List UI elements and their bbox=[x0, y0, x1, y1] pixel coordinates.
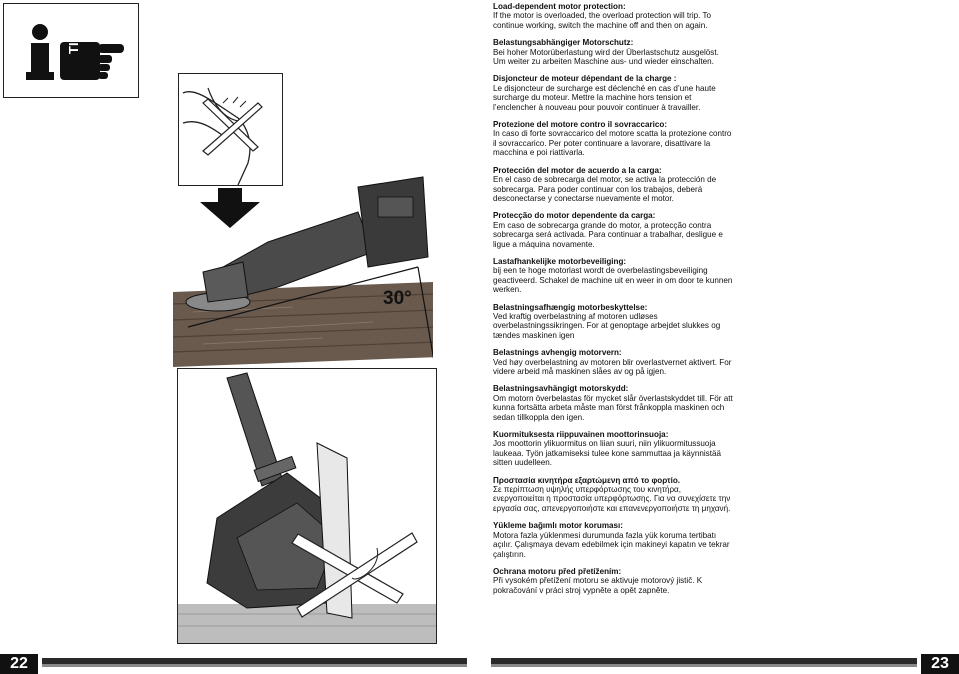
section-body: Em caso de sobrecarga grande do motor, a… bbox=[493, 220, 723, 249]
tip-box: TIP bbox=[3, 3, 139, 98]
section-nl: Lastafhankelijke motorbeveiliging: bij e… bbox=[493, 257, 733, 295]
section-en: Load-dependent motor protection: If the … bbox=[493, 2, 733, 30]
footer-bar bbox=[491, 658, 917, 664]
tip-icon bbox=[26, 24, 124, 80]
page-number-left: 22 bbox=[0, 654, 38, 674]
section-title: Προστασία κινητήρα εξαρτώμενη από το φορ… bbox=[493, 475, 681, 485]
section-body: Bei hoher Motorüberlastung wird der Über… bbox=[493, 47, 719, 67]
footer-bar bbox=[42, 658, 467, 664]
section-title: Yükleme bağımlı motor koruması: bbox=[493, 521, 623, 531]
crossed-arm-illustration bbox=[178, 73, 283, 191]
section-title: Ochrana motoru před přetížením: bbox=[493, 566, 622, 576]
grinder-30-degree-illustration bbox=[172, 172, 438, 372]
section-fi: Kuormituksesta riippuvainen moottorinsuo… bbox=[493, 430, 733, 468]
section-body: If the motor is overloaded, the overload… bbox=[493, 11, 712, 30]
section-body: Σε περίπτωση υψηλής υπερφόρτωσης του κιν… bbox=[493, 485, 731, 513]
section-body: Le disjoncteur de surcharge est déclench… bbox=[493, 83, 716, 112]
section-title: Load-dependent motor protection: bbox=[493, 2, 626, 11]
footer-left: 22 bbox=[0, 654, 467, 674]
section-body: Ved høy overbelastning av motoren blir o… bbox=[493, 357, 732, 376]
section-title: Protección del motor de acuerdo a la car… bbox=[493, 165, 662, 175]
section-title: Kuormituksesta riippuvainen moottorinsuo… bbox=[493, 430, 669, 440]
section-body: In caso di forte sovraccarico del motore… bbox=[493, 129, 732, 158]
section-title: Disjoncteur de moteur dépendant de la ch… bbox=[493, 74, 677, 84]
section-cs: Ochrana motoru před přetížením: Při vyso… bbox=[493, 567, 733, 595]
footer-bar-shadow bbox=[491, 664, 917, 667]
section-title: Belastungsabhängiger Motorschutz: bbox=[493, 38, 634, 48]
section-pt: Protecção do motor dependente da carga: … bbox=[493, 211, 733, 249]
grinder-upright-crossed-illustration bbox=[177, 368, 437, 649]
section-title: Belastningsafhængig motorbeskyttelse: bbox=[493, 302, 648, 312]
section-title: Belastnings avhengig motorvern: bbox=[493, 348, 622, 358]
section-el: Προστασία κινητήρα εξαρτώμενη από το φορ… bbox=[493, 476, 733, 514]
section-da: Belastningsafhængig motorbeskyttelse: Ve… bbox=[493, 303, 733, 341]
section-title: Belastningsavhängigt motorskydd: bbox=[493, 384, 629, 394]
footer-bar-shadow bbox=[42, 664, 467, 667]
section-title: Lastafhankelijke motorbeveiliging: bbox=[493, 256, 627, 266]
section-title: Protecção do motor dependente da carga: bbox=[493, 211, 656, 221]
section-body: bij een te hoge motorlast wordt de overb… bbox=[493, 266, 733, 295]
footer-right: 23 bbox=[491, 654, 959, 674]
section-body: Jos moottorin ylikuormitus on liian suur… bbox=[493, 439, 721, 468]
section-body: Motora fazla yüklenmesi durumunda fazla … bbox=[493, 530, 730, 559]
section-body: En el caso de sobrecarga del motor, se a… bbox=[493, 175, 717, 203]
section-de: Belastungsabhängiger Motorschutz: Bei ho… bbox=[493, 38, 733, 66]
text-column: Load-dependent motor protection: If the … bbox=[493, 2, 733, 603]
section-fr: Disjoncteur de moteur dépendant de la ch… bbox=[493, 74, 733, 112]
section-tr: Yükleme bağımlı motor koruması: Motora f… bbox=[493, 521, 733, 559]
section-it: Protezione del motore contro il sovracca… bbox=[493, 120, 733, 158]
section-title: Protezione del motore contro il sovracca… bbox=[493, 120, 668, 130]
tip-label: TIP bbox=[66, 33, 81, 54]
angle-label: 30° bbox=[383, 288, 412, 309]
down-arrow-icon bbox=[200, 188, 260, 233]
section-body: Ved kraftig overbelastning af motoren ud… bbox=[493, 311, 721, 340]
section-body: Om motorn överbelastas för mycket slår ö… bbox=[493, 393, 733, 422]
page-number-right: 23 bbox=[921, 654, 959, 674]
section-es: Protección del motor de acuerdo a la car… bbox=[493, 166, 733, 204]
section-no: Belastnings avhengig motorvern: Ved høy … bbox=[493, 348, 733, 376]
section-body: Při vysokém přetížení motoru se aktivuje… bbox=[493, 576, 703, 595]
section-sv: Belastningsavhängigt motorskydd: Om moto… bbox=[493, 384, 733, 422]
